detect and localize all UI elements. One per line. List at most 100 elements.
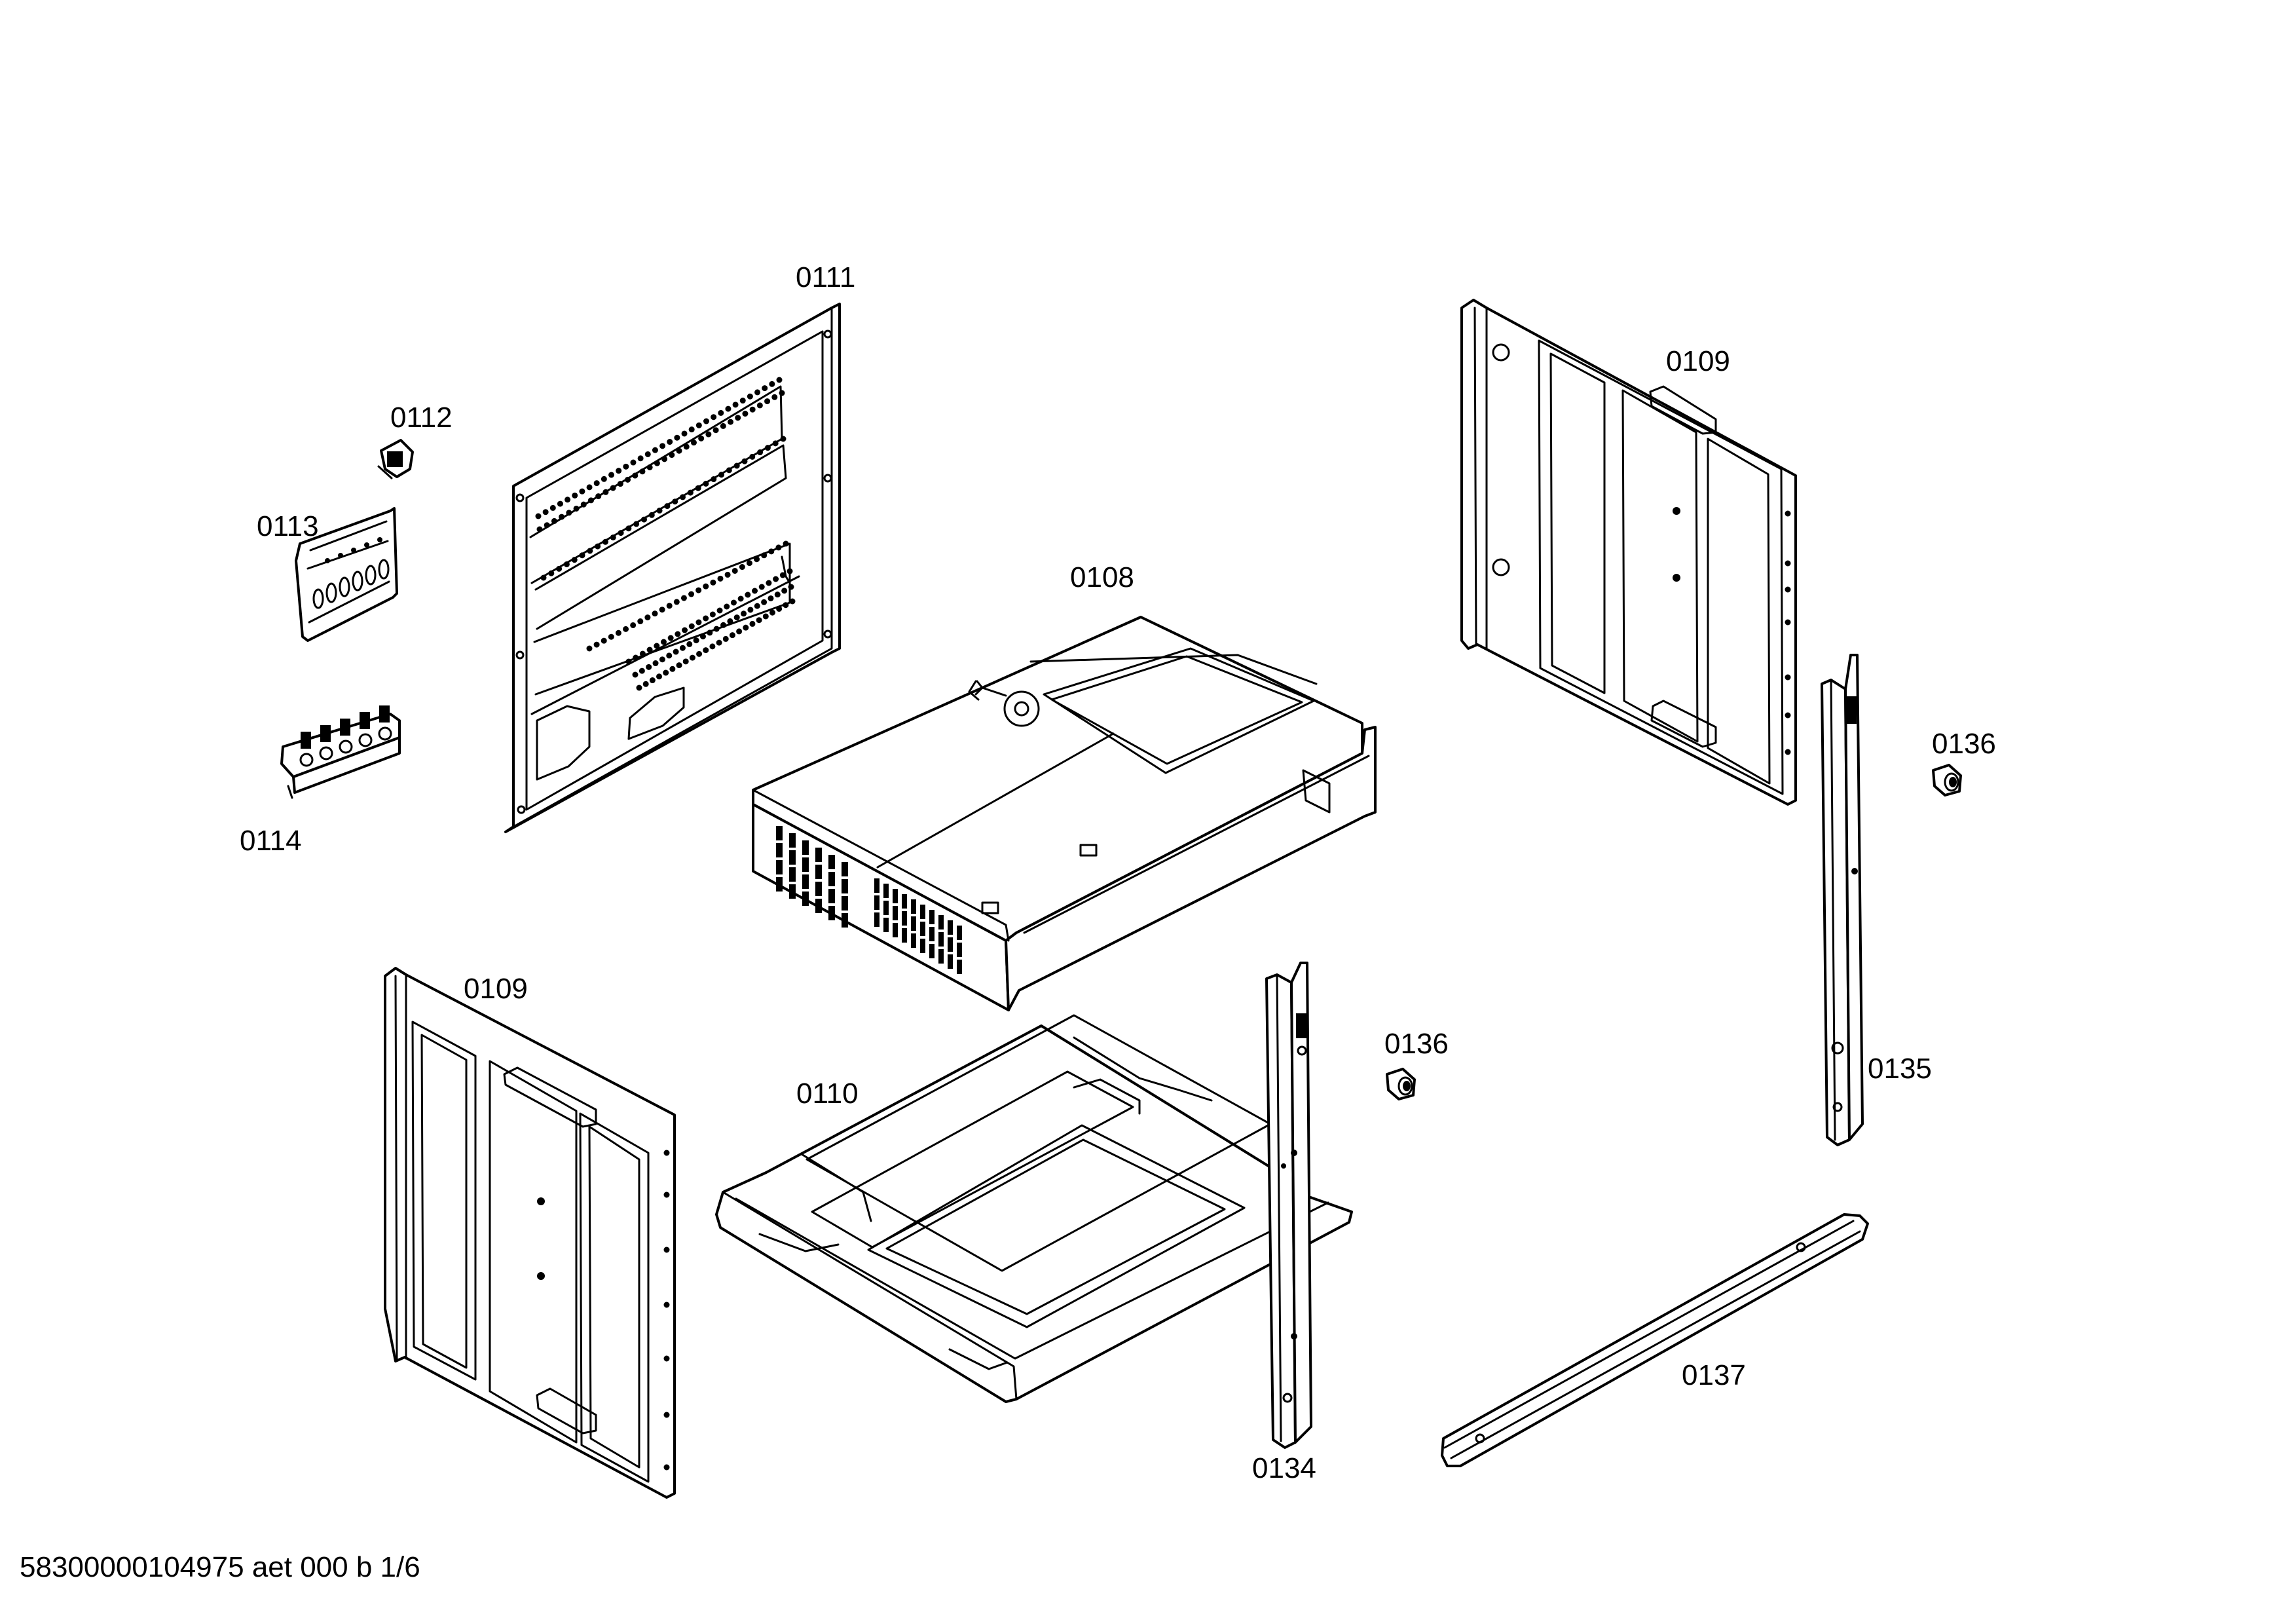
perforation-hole	[680, 595, 687, 601]
perforation-hole	[695, 422, 702, 428]
vent-slot	[828, 889, 835, 903]
perforation-hole	[741, 610, 747, 617]
label-0109-bottom: 0109	[464, 973, 528, 1005]
perforation-hole	[787, 568, 793, 574]
terminal-socket	[299, 753, 314, 767]
perforation-hole	[739, 398, 746, 404]
vent-slot	[802, 891, 809, 906]
perforation-hole	[644, 614, 651, 621]
label-0112: 0112	[390, 402, 453, 434]
perforation-hole	[680, 494, 686, 500]
vent-slot	[948, 954, 953, 969]
perforation-hole	[775, 544, 782, 551]
panel-hole	[663, 1150, 670, 1156]
vent-slot	[893, 906, 898, 920]
perforation-hole	[781, 588, 788, 594]
perforation-hole	[633, 521, 640, 527]
perforation-hole	[586, 645, 593, 652]
perforation-hole	[772, 440, 779, 447]
panel-hole	[1785, 619, 1791, 626]
part-0136-screw-middle	[1386, 1068, 1416, 1100]
perforation-hole	[709, 611, 716, 618]
perforation-hole	[536, 526, 543, 533]
perforation-hole	[625, 525, 632, 532]
bracket-slot	[365, 565, 377, 586]
vent-slot	[938, 949, 944, 964]
perforation-hole	[656, 673, 663, 680]
perforation-hole	[698, 435, 705, 441]
perforation-hole	[674, 434, 680, 441]
vent-slot	[802, 874, 809, 889]
terminal-socket	[378, 726, 392, 741]
vent-slot	[893, 923, 898, 937]
mount-hole	[823, 629, 832, 639]
perforation-hole	[679, 645, 686, 651]
perforation-hole	[618, 530, 624, 536]
perforation-hole	[705, 431, 712, 438]
perforation-hole	[548, 570, 555, 576]
perforation-hole	[640, 516, 647, 523]
perforation-hole	[557, 500, 563, 507]
vent-slot	[815, 848, 822, 862]
terminal-socket	[339, 740, 353, 754]
perforation-hole	[682, 658, 689, 665]
perforation-hole	[648, 512, 655, 518]
perforation-hole	[703, 615, 709, 622]
vent-slot	[883, 884, 889, 898]
vent-slot	[815, 899, 822, 913]
perforation-hole	[776, 377, 783, 383]
vent-slot	[776, 860, 783, 874]
perforation-hole	[565, 497, 571, 503]
perforation-hole	[754, 603, 760, 609]
perforation-hole	[664, 503, 671, 510]
panel-hole	[1785, 712, 1791, 719]
perforation-hole	[659, 656, 665, 663]
vent-slot	[883, 901, 889, 915]
vent-slot	[842, 913, 848, 928]
perforation-hole	[749, 406, 756, 413]
perforation-hole	[563, 561, 570, 567]
vent-slot	[842, 896, 848, 910]
perforation-hole	[779, 572, 786, 578]
perforation-hole	[747, 607, 754, 613]
perforation-hole	[689, 654, 695, 661]
perforation-hole	[731, 567, 738, 574]
part-0113-bracket	[295, 507, 398, 642]
bracket-slot	[352, 571, 363, 591]
document-code-footer: 58300000104975 aet 000 b 1/6	[20, 1551, 420, 1583]
terminal-tooth	[360, 712, 370, 729]
vent-slot	[957, 960, 962, 974]
part-0135-vertical-rail	[1821, 654, 1864, 1146]
perforation-hole	[659, 443, 666, 449]
perforation-hole	[695, 587, 702, 593]
perforation-hole	[728, 419, 734, 425]
perforation-hole	[724, 603, 730, 610]
perforation-hole	[639, 650, 646, 657]
perforation-hole	[535, 513, 542, 519]
perforation-hole	[769, 609, 775, 616]
perforation-hole	[762, 613, 769, 620]
perforation-hole	[780, 436, 787, 442]
perforation-hole	[741, 458, 748, 464]
perforation-hole	[752, 588, 758, 594]
vent-slot	[948, 920, 953, 935]
perforation-hole	[544, 522, 550, 529]
label-0134: 0134	[1252, 1452, 1316, 1484]
terminal-tooth	[301, 732, 311, 749]
vent-slot	[920, 905, 925, 919]
label-0111: 0111	[796, 261, 855, 293]
terminal-socket	[319, 746, 333, 760]
perforation-hole	[646, 647, 653, 653]
perforation-hole	[579, 488, 585, 495]
perforation-hole	[632, 671, 639, 678]
perforation-hole	[718, 409, 724, 416]
perforation-hole	[676, 662, 682, 669]
perforation-hole	[687, 489, 694, 496]
perforation-hole	[743, 624, 749, 631]
perforation-hole	[630, 459, 637, 466]
part-0110-bottom-tray	[715, 1014, 1353, 1403]
perforation-hole	[727, 618, 733, 624]
panel-hole	[1785, 586, 1791, 593]
perforation-hole	[703, 418, 709, 424]
vent-slot	[842, 879, 848, 893]
